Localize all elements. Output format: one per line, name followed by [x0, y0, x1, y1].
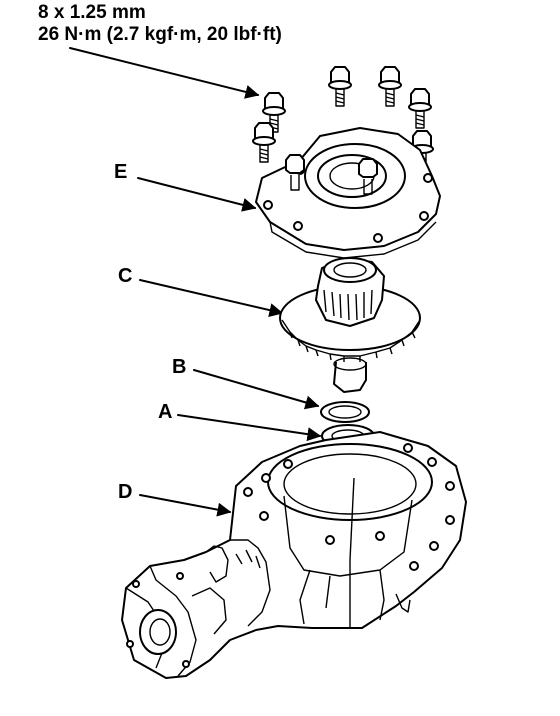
bolt: [285, 154, 305, 191]
leader-bolt: [69, 47, 260, 99]
leader-b: [193, 369, 320, 410]
bolt: [328, 66, 352, 107]
bolt: [408, 88, 432, 129]
torque-spec-value: 26 N·m (2.7 kgf·m, 20 lbf·ft): [38, 24, 282, 45]
leader-c: [139, 279, 284, 317]
bolt-group: [252, 66, 434, 171]
cover-plate-e: [255, 127, 441, 259]
leader-d: [139, 494, 232, 517]
washer-b: [320, 401, 370, 423]
bolt: [378, 66, 402, 107]
leader-a: [177, 414, 322, 442]
bolt: [358, 158, 378, 195]
bolt: [262, 92, 286, 133]
label-a: A: [158, 401, 173, 423]
torque-spec-size: 8 x 1.25 mm: [38, 2, 146, 23]
label-c: C: [118, 265, 133, 287]
leader-lines: [69, 47, 322, 517]
bolt-group-seated: [285, 154, 378, 195]
label-b: B: [172, 356, 187, 378]
leader-e: [137, 177, 257, 212]
label-e: E: [114, 161, 128, 183]
label-d: D: [118, 481, 133, 503]
ring-gear-c: [279, 257, 421, 393]
housing-d: [121, 431, 467, 679]
bolt: [252, 122, 276, 163]
